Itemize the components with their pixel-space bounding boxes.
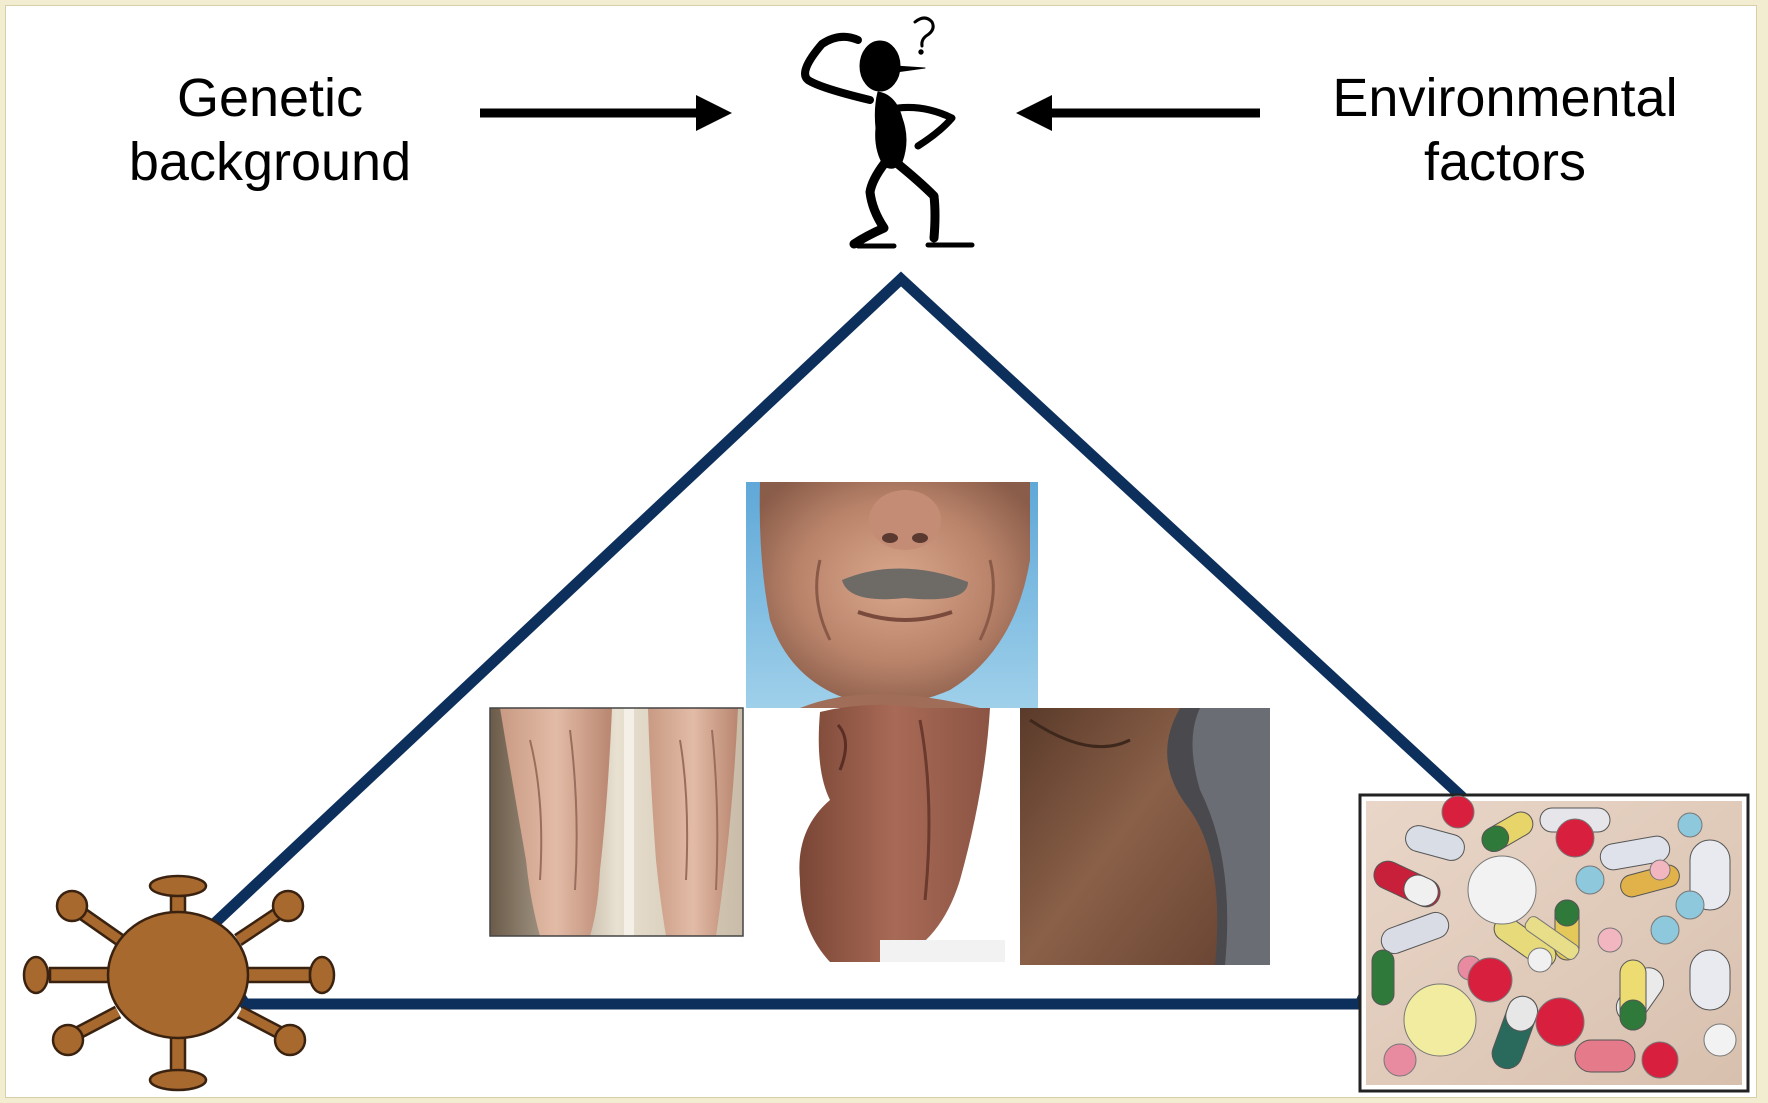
genetic-label-line1: Genetic (90, 66, 450, 130)
environmental-arrow (1016, 95, 1260, 131)
legs-lipoatrophy-photo (490, 708, 743, 936)
thinking-person-icon (805, 18, 972, 246)
genetic-background-label: Genetic background (90, 66, 450, 194)
environmental-factors-label: Environmental factors (1290, 66, 1720, 194)
genetic-label-line2: background (90, 130, 450, 194)
genetic-arrow (480, 95, 732, 131)
environmental-label-line2: factors (1290, 130, 1720, 194)
buffalo-hump-photo (1020, 708, 1270, 965)
pills-icon (1360, 795, 1748, 1091)
virus-icon (24, 876, 334, 1090)
face-lipoatrophy-photo (746, 482, 1038, 708)
environmental-label-line1: Environmental (1290, 66, 1720, 130)
abdominal-lipohypertrophy-photo (764, 705, 1006, 962)
